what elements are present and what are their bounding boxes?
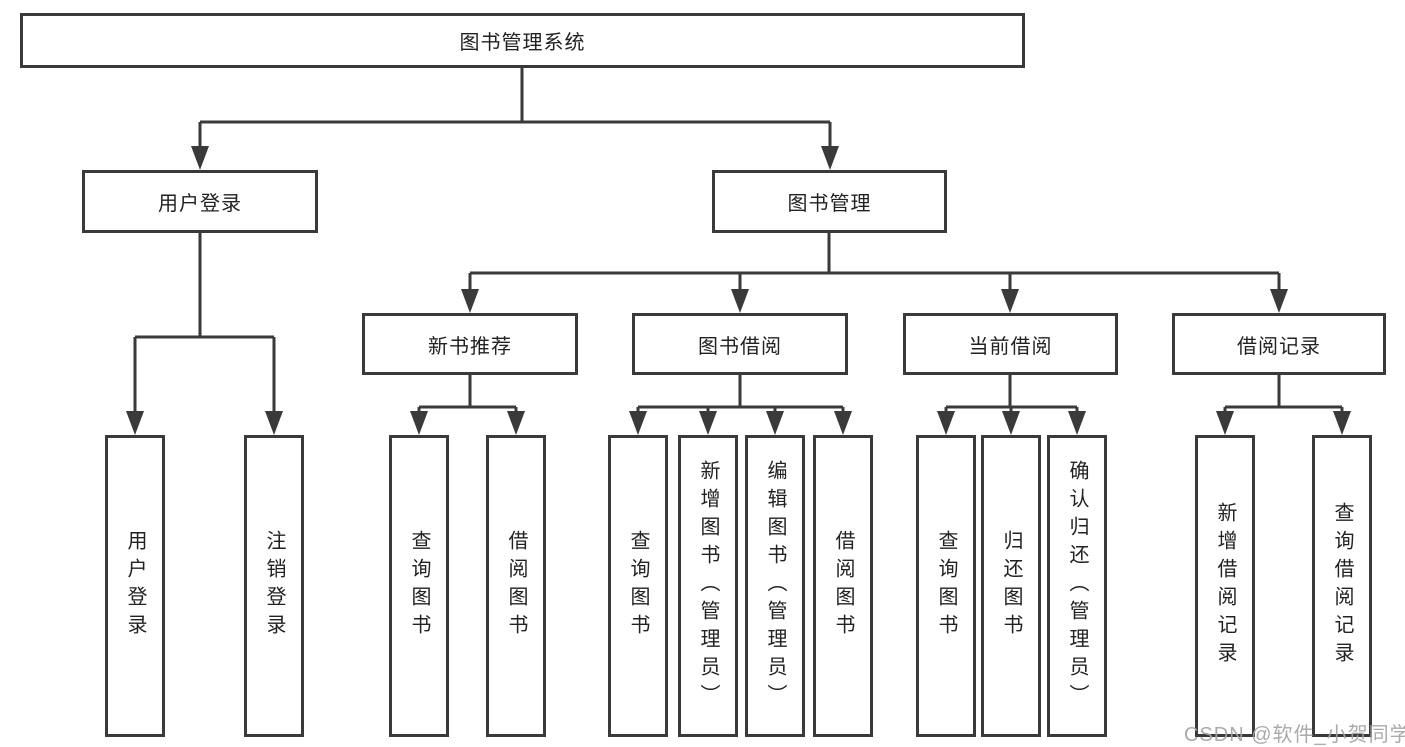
leaf-confirm-return-admin: 确认归还（管理员）: [1047, 435, 1107, 737]
leaf-query-books-current: 查询图书: [916, 435, 976, 737]
leaf-query-borrow-record-label: 查询借阅记录: [1331, 502, 1353, 670]
leaf-borrow-books: 借阅图书: [813, 435, 873, 737]
leaf-return-books: 归还图书: [981, 435, 1041, 737]
connector-book-borrow-to-leaves: [629, 375, 852, 435]
leaf-borrow-books-label: 借阅图书: [832, 530, 854, 642]
node-new-book-recommend: 新书推荐: [362, 313, 578, 375]
connector-new-book-to-leaves: [410, 375, 525, 435]
leaf-user-login-label: 用户登录: [124, 530, 146, 642]
leaf-query-books-current-label: 查询图书: [935, 530, 957, 642]
leaf-add-borrow-record: 新增借阅记录: [1195, 435, 1255, 737]
leaf-query-books-borrow: 查询图书: [608, 435, 668, 737]
connector-borrow-records-to-leaves: [1216, 375, 1351, 435]
watermark: CSDN @软件_小贺同学: [1184, 724, 1405, 746]
leaf-query-books-borrow-label: 查询图书: [627, 530, 649, 642]
node-book-management-system: 图书管理系统: [20, 13, 1025, 68]
leaf-add-borrow-record-label: 新增借阅记录: [1214, 502, 1236, 670]
node-current-borrow: 当前借阅: [903, 313, 1118, 375]
leaf-add-books-admin-label: 新增图书（管理员）: [697, 460, 719, 712]
leaf-edit-books-admin: 编辑图书（管理员）: [745, 435, 805, 737]
node-user-login: 用户登录: [82, 170, 318, 233]
node-borrow-records: 借阅记录: [1172, 313, 1386, 375]
node-book-borrow: 图书借阅: [632, 313, 848, 375]
leaf-query-borrow-record: 查询借阅记录: [1312, 435, 1372, 737]
leaf-borrow-books-recommend: 借阅图书: [486, 435, 546, 737]
connector-book-mgmt-to-level3: [461, 233, 1288, 313]
connector-current-borrow-to-leaves: [937, 375, 1086, 435]
leaf-query-books-recommend: 查询图书: [389, 435, 449, 737]
leaf-return-books-label: 归还图书: [1000, 530, 1022, 642]
leaf-logout-label: 注销登录: [263, 530, 285, 642]
connector-root-to-level2: [191, 68, 839, 170]
leaf-add-books-admin: 新增图书（管理员）: [678, 435, 738, 737]
leaf-confirm-return-admin-label: 确认归还（管理员）: [1066, 460, 1088, 712]
leaf-edit-books-admin-label: 编辑图书（管理员）: [764, 460, 786, 712]
leaf-logout: 注销登录: [244, 435, 304, 737]
node-book-management: 图书管理: [712, 170, 947, 233]
connector-user-login-to-leaves: [126, 233, 283, 435]
leaf-query-books-recommend-label: 查询图书: [408, 530, 430, 642]
leaf-user-login: 用户登录: [105, 435, 165, 737]
leaf-borrow-books-recommend-label: 借阅图书: [505, 530, 527, 642]
